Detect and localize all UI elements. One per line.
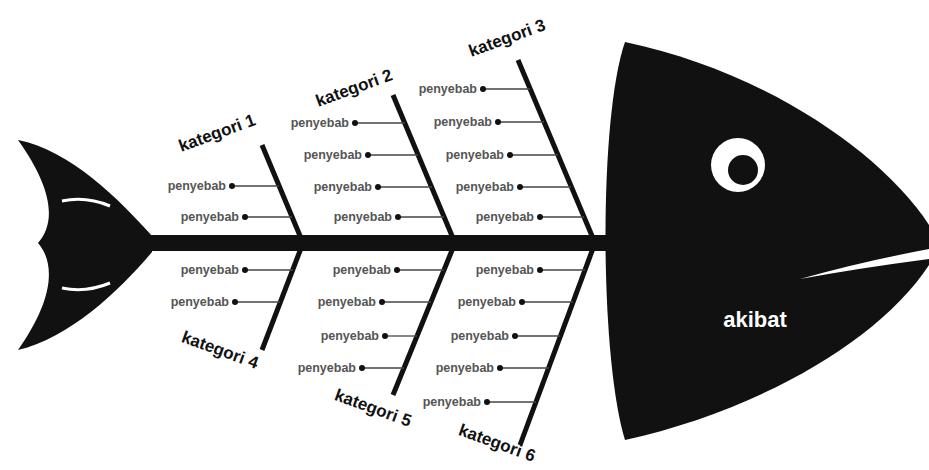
cause-line [520, 186, 571, 187]
cause-dot [352, 120, 358, 126]
fish-mouth [800, 249, 929, 279]
cause-label: penyebab [314, 181, 372, 194]
cause-dot [242, 214, 248, 220]
cause-dot [365, 152, 371, 158]
effect-label: akibat [723, 307, 787, 333]
cause-line [510, 154, 558, 155]
cause-line [378, 186, 432, 187]
cause-label: penyebab [451, 330, 509, 343]
cause-line [500, 367, 549, 368]
cause-dot [232, 299, 238, 305]
category-bone [262, 145, 303, 243]
cause-label: penyebab [171, 296, 229, 309]
fish-head: akibat [595, 30, 929, 450]
cause-dot [394, 267, 400, 273]
cause-line [487, 401, 536, 402]
category-label: kategori 3 [466, 16, 547, 59]
cause-line [385, 335, 417, 336]
cause-dot [517, 184, 523, 190]
cause-line [397, 269, 444, 270]
cause-line [368, 154, 418, 155]
cause-dot [229, 183, 235, 189]
cause-line [515, 335, 560, 336]
cause-line [398, 216, 444, 217]
cause-label: penyebab [476, 264, 534, 277]
cause-dot [495, 119, 501, 125]
cause-label: penyebab [456, 181, 514, 194]
fish-tail [18, 140, 152, 350]
cause-label: penyebab [423, 396, 481, 409]
cause-label: penyebab [298, 362, 356, 375]
cause-dot [359, 365, 365, 371]
category-bone [262, 243, 303, 350]
cause-dot [512, 333, 518, 339]
cause-label: penyebab [476, 211, 534, 224]
cause-dot [497, 365, 503, 371]
cause-line [540, 216, 584, 217]
cause-line [362, 367, 404, 368]
tail-slit [62, 283, 110, 290]
cause-label: penyebab [318, 296, 376, 309]
eye-pupil [728, 155, 758, 185]
fish-eye [711, 138, 765, 192]
tail-slit [62, 199, 110, 206]
cause-line [355, 122, 405, 123]
cause-line [483, 88, 530, 89]
category-label: kategori 4 [179, 328, 260, 371]
cause-dot [484, 399, 490, 405]
cause-dot [480, 86, 486, 92]
cause-dot [507, 152, 513, 158]
cause-line [540, 269, 585, 270]
cause-label: penyebab [434, 116, 492, 129]
fish-spine [145, 235, 620, 251]
cause-twigs [229, 86, 585, 405]
head-shape [595, 30, 929, 450]
cause-line [235, 301, 280, 302]
cause-dot [537, 267, 543, 273]
cause-label: penyebab [168, 180, 226, 193]
cause-label: penyebab [333, 264, 391, 277]
cause-dot [242, 267, 248, 273]
cause-label: penyebab [181, 211, 239, 224]
cause-label: penyebab [181, 264, 239, 277]
cause-label: penyebab [321, 330, 379, 343]
cause-line [498, 121, 544, 122]
cause-dot [375, 184, 381, 190]
cause-dot [379, 299, 385, 305]
cause-label: penyebab [436, 362, 494, 375]
cause-line [522, 301, 573, 302]
cause-dot [537, 214, 543, 220]
cause-label: penyebab [458, 296, 516, 309]
cause-label: penyebab [334, 211, 392, 224]
cause-dot [395, 214, 401, 220]
cause-line [382, 301, 431, 302]
category-label: kategori 5 [332, 386, 413, 429]
head-outline [605, 42, 929, 440]
cause-label: penyebab [291, 117, 349, 130]
cause-dot [519, 299, 525, 305]
cause-label: penyebab [419, 83, 477, 96]
cause-line [245, 269, 293, 270]
cause-dot [382, 333, 388, 339]
cause-line [245, 216, 292, 217]
cause-line [232, 185, 279, 186]
category-label: kategori 1 [176, 111, 257, 154]
cause-label: penyebab [304, 149, 362, 162]
category-label: kategori 2 [313, 66, 394, 109]
cause-label: penyebab [446, 149, 504, 162]
